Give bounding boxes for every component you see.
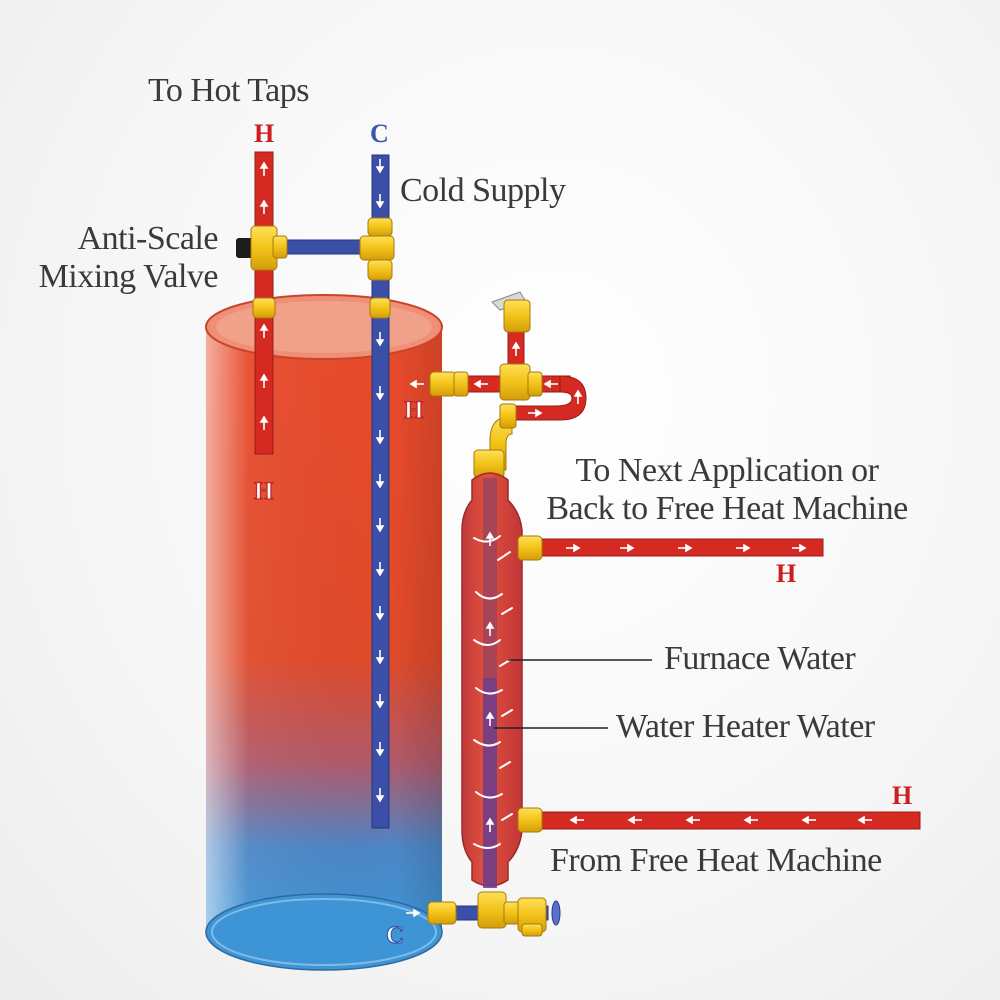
marker-hot-inlet: H [892,781,913,810]
label-to-hot-taps: To Hot Taps [148,72,310,109]
marker-cold-top: C [370,119,389,148]
marker-hot-tank: H [253,477,274,505]
label-cold-supply: Cold Supply [400,172,566,209]
marker-hot-outlet: H [776,559,797,588]
label-next-application: To Next Application or Back to Free Heat… [522,452,932,528]
label-water-heater-water: Water Heater Water [616,708,875,745]
tank-bottom-rim [211,898,437,966]
label-anti-scale-line2: Mixing Valve [38,258,219,295]
exchanger-flow-swirls [473,535,513,849]
relief-valve [503,299,531,333]
drain-valve-handle [551,900,561,926]
bottom-cold-connection [406,891,561,937]
tank-bottom [205,893,443,971]
inlet-from-free-heat-machine [517,807,921,833]
outlet-to-next-application [517,535,824,561]
label-next-application-line1: To Next Application or [575,452,879,489]
heat-exchanger [461,472,523,888]
hot-return-piping [409,291,587,479]
label-from-free-heat-machine: From Free Heat Machine [550,842,882,879]
label-next-application-line2: Back to Free Heat Machine [546,490,908,527]
label-furnace-water: Furnace Water [664,640,856,677]
cold-inlet-pipe [371,154,390,829]
marker-cold-bottom: C [385,921,405,949]
tank-shading [206,327,442,932]
label-anti-scale-mixing-valve: Anti-Scale Mixing Valve [28,220,219,296]
hot-flow-arrows [259,161,269,430]
cold-flow-arrows [375,159,385,803]
marker-hot-return: H [403,396,424,424]
marker-hot-top: H [254,119,275,148]
tank-top-inner [216,301,432,353]
anti-scale-mixing-valve [236,217,395,319]
label-anti-scale-line1: Anti-Scale [77,220,219,257]
